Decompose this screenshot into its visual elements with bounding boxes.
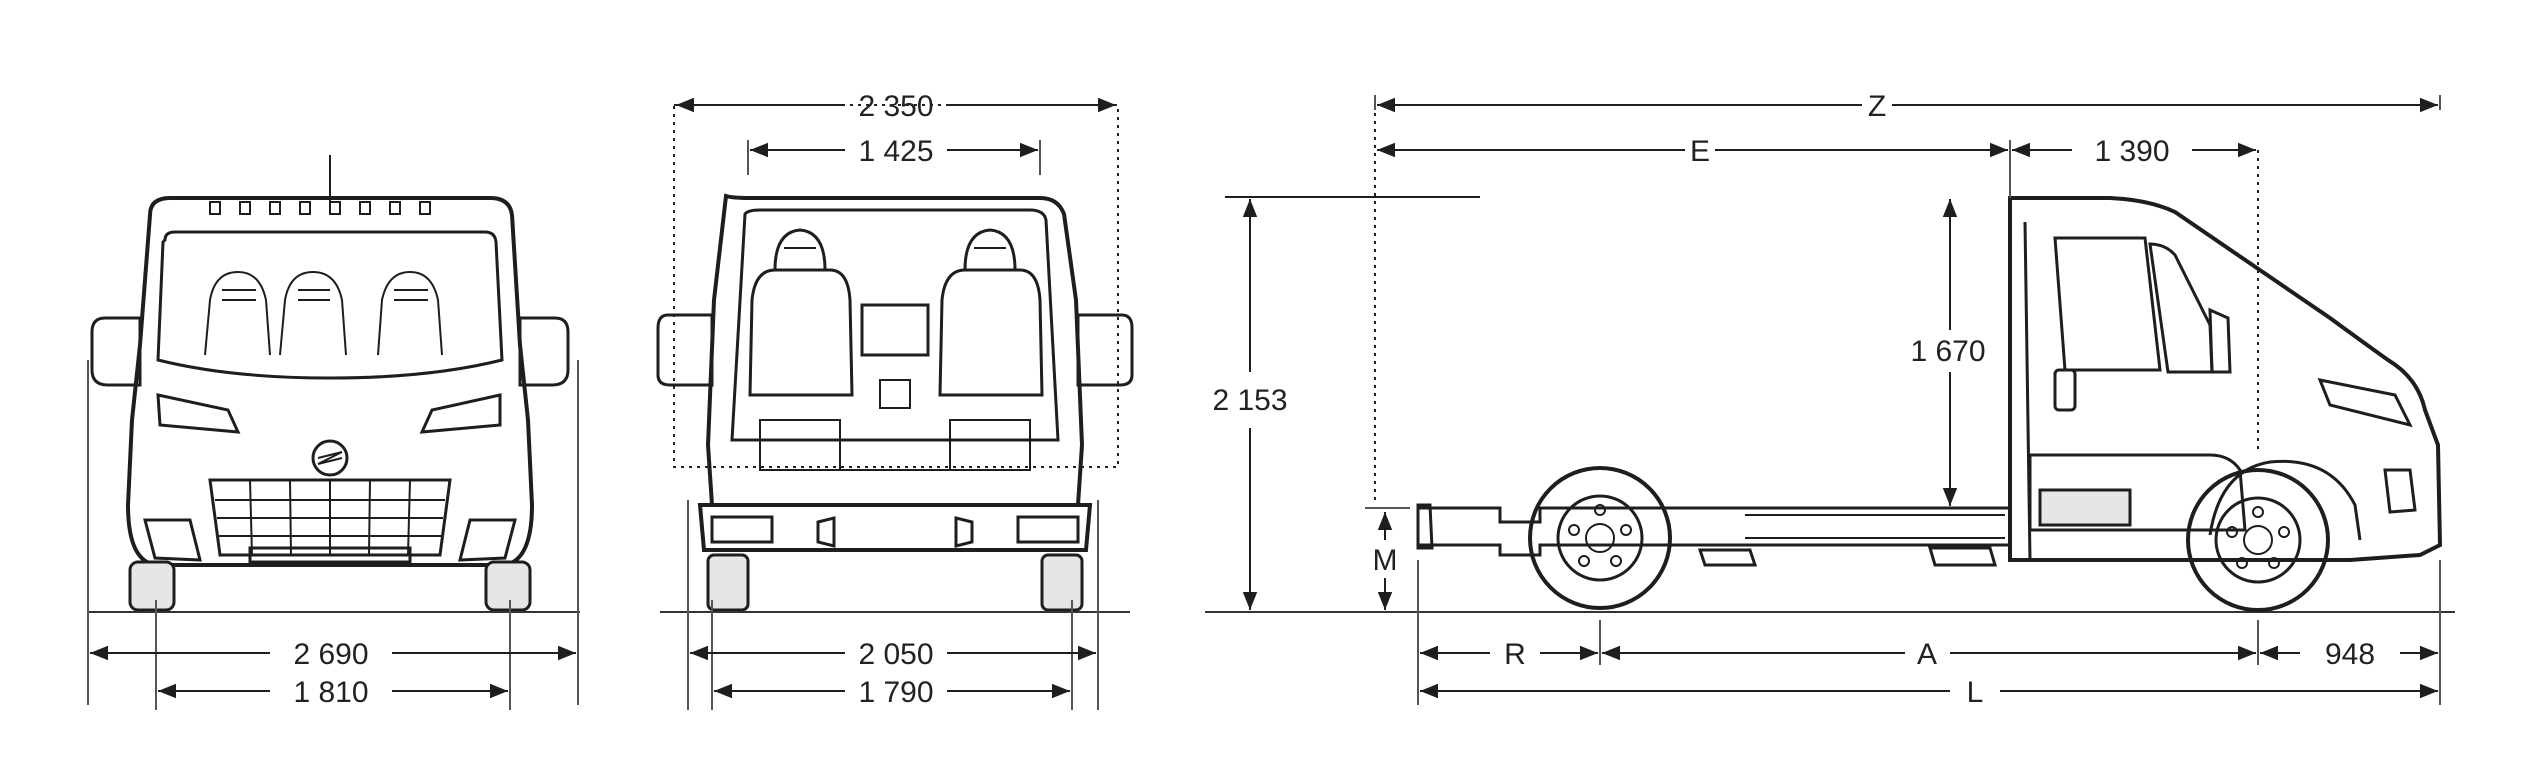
side-length-code: L (1967, 676, 1984, 709)
side-front-wheel (2186, 468, 2330, 612)
rear-cab-shell (705, 193, 1085, 507)
left-mirror (90, 316, 142, 387)
side-step-panel (2038, 488, 2132, 527)
rear-body-width-label: 2 050 (858, 638, 933, 671)
front-track-width-label: 1 810 (293, 676, 368, 709)
rear-seats (748, 228, 1044, 471)
door-handle (2053, 368, 2077, 412)
left-fog-light (143, 518, 202, 562)
front-wheel-arch (2208, 459, 2362, 541)
side-rear-wheel (1528, 466, 1672, 610)
gear-lever (879, 379, 911, 409)
left-headlight (156, 393, 241, 434)
rear-right-mirror (1076, 313, 1134, 387)
rear-left-mirror (656, 313, 714, 387)
front-left-tyre (128, 560, 176, 612)
lower-grille (248, 546, 412, 564)
side-cargo-length-code: E (1690, 135, 1710, 168)
rear-left-light (710, 515, 774, 544)
rear-inner-width-label: 1 425 (858, 135, 933, 168)
right-mirror (518, 316, 570, 387)
side-step (2028, 453, 2247, 532)
right-fog-light (458, 518, 517, 562)
side-wheelbase-code: A (1917, 638, 1937, 671)
front-right-tyre (484, 560, 532, 612)
side-total-length-code: Z (1868, 90, 1886, 123)
rear-right-light (1016, 515, 1080, 544)
chassis-frame (1416, 503, 2012, 567)
rear-right-tyre (1040, 553, 1084, 612)
brand-logo (311, 439, 349, 477)
side-headlight (2317, 377, 2413, 428)
front-windscreen (156, 230, 504, 380)
roof-vents (209, 201, 431, 215)
front-grille (208, 478, 452, 557)
side-rear-overhang-code: R (1504, 638, 1526, 671)
right-headlight (419, 393, 502, 434)
rear-left-reflector (816, 516, 836, 548)
side-indicator (2383, 468, 2417, 514)
side-cab-height-label: 1 670 (1910, 335, 1985, 368)
cab-body (2008, 196, 2443, 562)
rear-box-width-label: 2 350 (858, 90, 933, 123)
side-cab (2008, 196, 2443, 562)
rear-bumper (697, 503, 1093, 552)
side-view: Z E 1 390 2 153 1 670 M R A 948 (1205, 90, 2455, 709)
rear-window-frame (730, 208, 1060, 442)
front-cab-body (125, 196, 535, 567)
load-box-outline (673, 104, 1119, 468)
rear-right-reflector (954, 516, 974, 548)
rear-track-label: 1 790 (858, 676, 933, 709)
side-mirror (2208, 307, 2232, 374)
side-cab-length-label: 1 390 (2094, 135, 2169, 168)
center-console (860, 303, 930, 357)
side-front-overhang-label: 948 (2325, 638, 2375, 671)
rear-view: 2 350 1 425 2 050 1 790 (656, 90, 1134, 710)
side-overall-height-label: 2 153 (1212, 384, 1287, 417)
front-view: 2 690 1 810 (87, 155, 580, 710)
rear-light-bar (1416, 503, 1434, 550)
cab-door-window (2053, 236, 2162, 372)
front-seats (204, 270, 443, 356)
side-clearance-code: M (1373, 544, 1398, 577)
front-overall-width-label: 2 690 (293, 638, 368, 671)
rear-left-tyre (706, 553, 750, 612)
